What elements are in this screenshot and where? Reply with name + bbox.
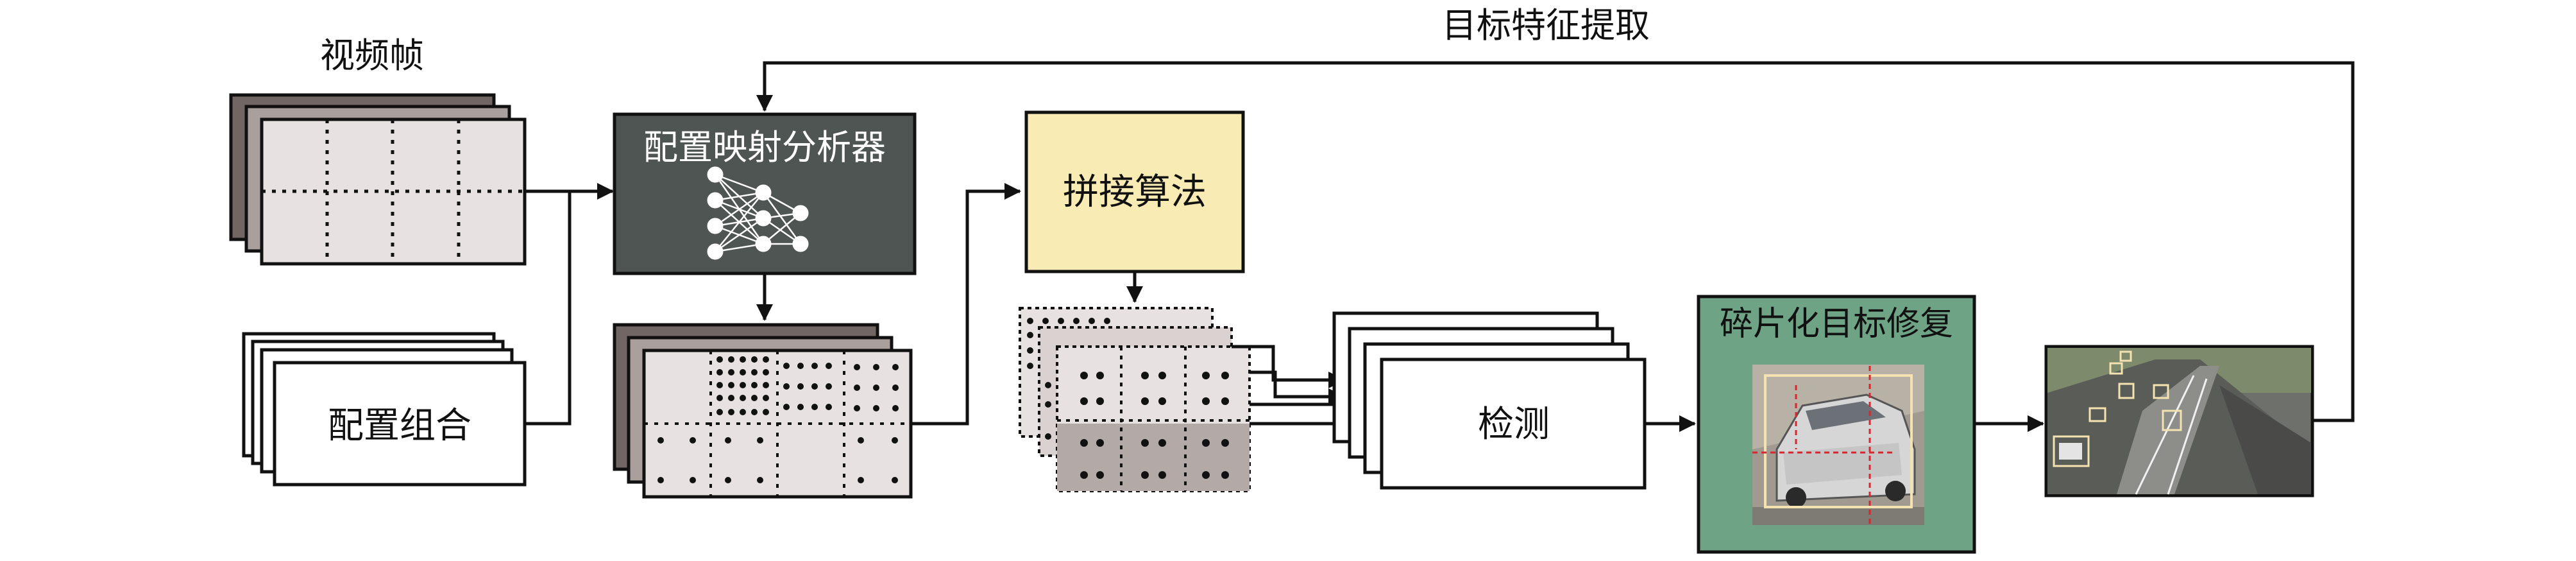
neural-network-icon: [707, 166, 809, 260]
input-connectors: [525, 183, 614, 426]
video-frames-stack: [229, 93, 527, 266]
detection-label: 检测: [1478, 404, 1550, 445]
road-traffic-photo: [2044, 345, 2314, 497]
car-photo: [1752, 365, 1924, 525]
config-combination-stack: [242, 332, 527, 487]
config-mapping-analyzer-label: 配置映射分析器: [643, 127, 886, 168]
config-dot-pattern: [657, 356, 899, 483]
stitching-algorithm-label: 拼接算法: [1063, 171, 1207, 213]
arrows-patches-to-detection: [1232, 345, 1361, 432]
config-combination-label: 配置组合: [328, 405, 471, 447]
stitching-algorithm-box: [1024, 110, 1245, 273]
feedback-loop-arrow: [756, 61, 2355, 422]
stitched-patches-stack: [1019, 307, 1251, 492]
arrow-configured-to-stitch: [911, 183, 1021, 426]
configured-frames-stack: [613, 323, 913, 499]
detection-stack: [1332, 311, 1647, 490]
target-feature-extraction-label: 目标特征提取: [1442, 5, 1650, 46]
fragment-repair-label: 碎片化目标修复: [1720, 305, 1953, 343]
video-frames-label: 视频帧: [320, 35, 424, 76]
